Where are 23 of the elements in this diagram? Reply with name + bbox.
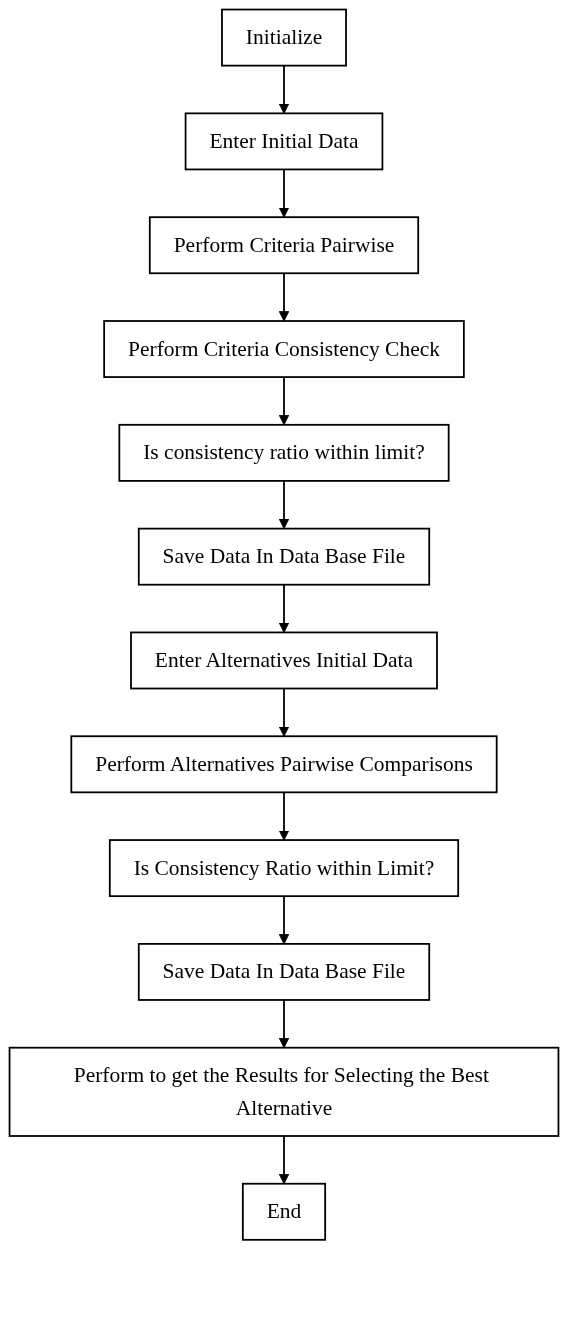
arrow — [278, 1135, 290, 1185]
node-box: Enter Initial Data — [184, 112, 384, 171]
arrow — [278, 791, 290, 841]
arrow — [278, 895, 290, 945]
node-box: Is consistency ratio within limit? — [118, 423, 450, 482]
arrow — [278, 168, 290, 218]
node-box: Perform to get the Results for Selecting the Best Alternative — [8, 1046, 560, 1137]
node-box: Perform Criteria Pairwise — [148, 216, 420, 275]
arrow — [278, 999, 290, 1049]
arrow — [278, 376, 290, 426]
arrow — [278, 272, 290, 322]
arrow — [278, 687, 290, 737]
node-box: Is Consistency Ratio within Limit? — [108, 839, 460, 898]
node-box: Perform Alternatives Pairwise Comparisons — [70, 735, 498, 794]
node-box: Save Data In Data Base File — [137, 527, 431, 586]
node-box: Initialize — [221, 8, 347, 67]
node-box: Save Data In Data Base File — [137, 943, 431, 1001]
node-box: Perform Criteria Consistency Check — [103, 320, 465, 378]
node-box: Enter Alternatives Initial Data — [130, 631, 438, 690]
arrow — [278, 583, 290, 633]
arrow — [278, 64, 290, 114]
node-box: End — [241, 1182, 327, 1241]
arrow — [278, 480, 290, 530]
